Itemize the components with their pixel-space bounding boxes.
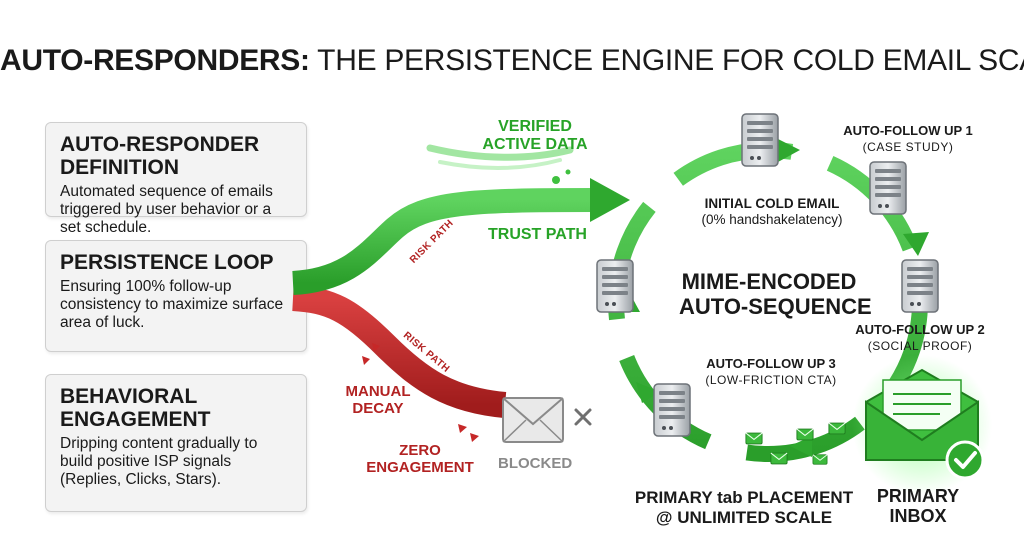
server-follow2-icon bbox=[901, 259, 939, 313]
engagement-card: BEHAVIORAL ENGAGEMENT Dripping content g… bbox=[45, 374, 307, 512]
blocked-label: BLOCKED bbox=[498, 455, 573, 472]
definition-heading: AUTO-RESPONDER DEFINITION bbox=[60, 133, 260, 179]
blocked-envelope-icon bbox=[502, 397, 564, 443]
follow-up-3-label: AUTO-FOLLOW UP 3 (LOW-FRICTION CTA) bbox=[705, 356, 837, 387]
placement-label: PRIMARY tab PLACEMENT@ UNLIMITED SCALE bbox=[634, 488, 854, 527]
follow-up-2-label: AUTO-FOLLOW UP 2 (SOCIAL PROOF) bbox=[855, 322, 985, 353]
definition-card: AUTO-RESPONDER DEFINITION Automated sequ… bbox=[45, 122, 307, 236]
server-left-icon bbox=[596, 259, 634, 313]
persistence-card: PERSISTENCE LOOP Ensuring 100% follow-up… bbox=[45, 240, 307, 352]
server-follow3-icon bbox=[653, 383, 691, 437]
follow-up-1-label: AUTO-FOLLOW UP 1 (CASE STUDY) bbox=[843, 123, 973, 154]
check-icon bbox=[945, 440, 985, 480]
persistence-body: Ensuring 100% follow-up consistency to m… bbox=[60, 278, 284, 331]
page-title: AUTO-RESPONDERS: THE PERSISTENCE ENGINE … bbox=[0, 44, 1024, 77]
server-follow1-icon bbox=[869, 161, 907, 215]
trust-path-label: TRUST PATH bbox=[488, 226, 587, 243]
engagement-heading: BEHAVIORAL ENGAGEMENT bbox=[60, 385, 211, 431]
definition-body: Automated sequence of emails triggered b… bbox=[60, 183, 273, 236]
primary-inbox-icon bbox=[865, 368, 979, 461]
blocked-x-icon bbox=[574, 408, 592, 426]
engagement-body: Dripping content gradually to build posi… bbox=[60, 435, 258, 488]
initial-email-label: INITIAL COLD EMAIL (0% handshakelatency) bbox=[701, 196, 843, 227]
server-initial-icon bbox=[741, 113, 779, 167]
persistence-heading: PERSISTENCE LOOP bbox=[60, 251, 274, 274]
